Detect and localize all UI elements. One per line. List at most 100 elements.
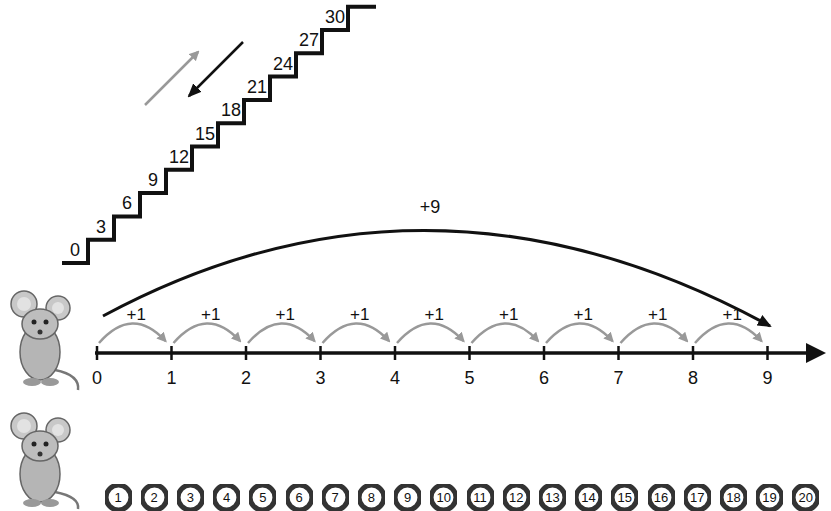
- tick-mark: [96, 346, 99, 360]
- tick-mark: [170, 346, 173, 360]
- number-circle: 6: [286, 484, 313, 511]
- circle-shape: [395, 485, 420, 510]
- number-circle: 16: [648, 484, 675, 511]
- staircase: [62, 7, 376, 263]
- circle-number: 17: [690, 491, 704, 504]
- step-arc: [397, 323, 464, 343]
- circle-number: 5: [259, 491, 266, 504]
- circle-number: 3: [187, 491, 194, 504]
- tick-number: 0: [92, 369, 102, 387]
- step-arc: [174, 323, 241, 343]
- circle-shape: [323, 485, 348, 510]
- number-circle: 10: [430, 484, 457, 511]
- circle-shape: [504, 485, 529, 510]
- jump-label: +1: [425, 306, 444, 323]
- tick-number: 8: [688, 369, 698, 387]
- circle-number: 7: [332, 491, 339, 504]
- number-circle: 7: [322, 484, 349, 511]
- circle-shape: [685, 485, 710, 510]
- circle-shape: [612, 485, 637, 510]
- number-circle: 8: [358, 484, 385, 511]
- tick-number: 5: [464, 369, 474, 387]
- number-circle: 4: [213, 484, 240, 511]
- number-circle: 14: [575, 484, 602, 511]
- jump-label: +1: [499, 306, 518, 323]
- up-arrow: [145, 52, 198, 105]
- circle-number: 13: [545, 491, 559, 504]
- number-circle: 13: [539, 484, 566, 511]
- circle-number: 11: [473, 491, 487, 504]
- number-circle: 18: [720, 484, 747, 511]
- circle-number: 12: [509, 491, 523, 504]
- jump-label: +1: [648, 306, 667, 323]
- tick-mark: [394, 346, 397, 360]
- circle-number: 2: [151, 491, 158, 504]
- step-arc: [695, 323, 762, 343]
- number-line-head: [806, 343, 826, 363]
- tick-number: 9: [762, 369, 772, 387]
- number-circle: 19: [756, 484, 783, 511]
- tick-mark: [245, 346, 248, 360]
- circle-number: 1: [114, 491, 121, 504]
- step-arc: [621, 323, 688, 343]
- jump-label: +1: [201, 306, 220, 323]
- step-arc: [323, 323, 390, 343]
- number-circle: 20: [792, 484, 819, 511]
- circle-shape: [142, 485, 167, 510]
- stair-number: 0: [70, 241, 80, 259]
- tick-mark: [319, 346, 322, 360]
- tick-mark: [692, 346, 695, 360]
- jump-label: +1: [723, 306, 742, 323]
- circle-number: 16: [654, 491, 668, 504]
- stair-number: 6: [122, 194, 132, 212]
- circle-shape: [793, 485, 818, 510]
- mouse-figure: [11, 291, 78, 390]
- mouse-figure: [11, 413, 78, 509]
- stair-number: 9: [148, 171, 158, 189]
- step-arc: [99, 323, 166, 343]
- big-jump-arc: [103, 230, 770, 326]
- number-circle: 2: [141, 484, 168, 511]
- number-circle: 12: [503, 484, 530, 511]
- step-arc: [248, 323, 315, 343]
- jump-label: +1: [574, 306, 593, 323]
- circle-shape: [214, 485, 239, 510]
- circle-number: 14: [581, 491, 595, 504]
- number-circle: 11: [467, 484, 494, 511]
- stair-number: 24: [273, 55, 293, 73]
- tick-mark: [766, 346, 769, 360]
- circle-shape: [468, 485, 493, 510]
- number-circle: 3: [177, 484, 204, 511]
- stair-number: 27: [299, 31, 319, 49]
- circle-shape: [649, 485, 674, 510]
- number-line: [95, 351, 812, 355]
- number-circle: 1: [105, 484, 132, 511]
- circle-shape: [287, 485, 312, 510]
- circle-shape: [721, 485, 746, 510]
- circle-shape: [757, 485, 782, 510]
- circle-number: 6: [295, 491, 302, 504]
- circle-shape: [250, 485, 275, 510]
- circle-number: 19: [762, 491, 776, 504]
- circle-shape: [106, 485, 131, 510]
- circle-shape: [431, 485, 456, 510]
- tick-number: 1: [166, 369, 176, 387]
- jump-arcs: [99, 323, 762, 343]
- down-arrow: [189, 42, 243, 96]
- tick-number: 2: [241, 369, 251, 387]
- number-circle: 15: [611, 484, 638, 511]
- ticks: [97, 346, 768, 360]
- stair-number: 15: [195, 125, 215, 143]
- step-arc: [472, 323, 539, 343]
- circle-number: 20: [799, 491, 813, 504]
- tick-mark: [617, 346, 620, 360]
- jump-label: +1: [127, 306, 146, 323]
- circle-number: 15: [618, 491, 632, 504]
- tick-mark: [543, 346, 546, 360]
- stair-outline: [62, 7, 376, 263]
- circle-shape: [576, 485, 601, 510]
- stair-number: 21: [247, 78, 267, 96]
- stair-number: 18: [221, 101, 241, 119]
